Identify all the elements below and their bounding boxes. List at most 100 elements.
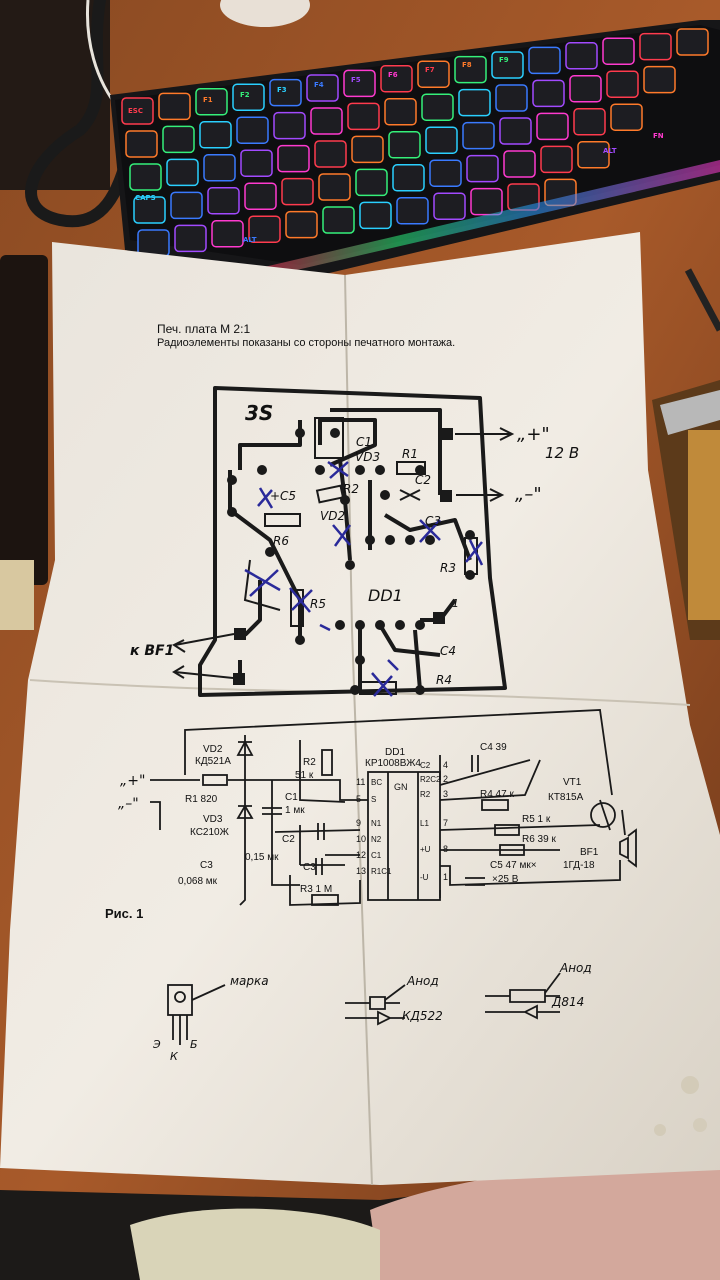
ic-pin-name-left: N2 [371,835,382,844]
keyboard-key [499,117,532,145]
keyboard-key-label: FN [653,132,664,140]
ic-pin-right: 8 [443,844,448,854]
bf1-symbol [619,828,637,868]
pcb-label-c1: C1 [356,435,372,449]
pcb-label-r3: R3 [440,561,456,575]
keyboard-key [343,69,376,98]
keyboard-key [396,197,429,225]
pcb-plus-label: „+" [517,424,550,445]
ic-pin-name-left: N1 [371,819,382,828]
keyboard-key [388,131,421,159]
pcb-label-c2: C2 [415,473,431,487]
keyboard-key [606,70,639,98]
keyboard-key [421,93,454,121]
ic-pin-right: 3 [443,789,448,799]
ic-pin-right: 2 [443,774,448,784]
r3-symbol [311,894,339,906]
soldering-stand [652,268,720,640]
ic-pin-name-left: R1C1 [371,867,392,876]
keyboard-key [211,220,244,248]
diode-d814 [485,989,560,1020]
sch-r4: R4 47 к [480,789,514,800]
c5-symbol [465,877,485,886]
header-line-2: Радиоэлементы показаны со стороны печатн… [157,337,455,349]
keyboard-key [639,32,672,61]
keyboard-key [458,88,491,117]
sch-r2-val: 51 к [295,770,314,781]
keyboard-key [417,60,450,88]
pcb-label-c5: +C5 [270,489,296,503]
pcb-voltage-label: 12 В [545,444,579,462]
patterned-cloth [130,1208,380,1280]
pcb-minus-label: „–" [515,484,542,505]
pcb-bf1-label: к BF1 [130,643,174,659]
keyboard-key [536,112,569,141]
schematic-wires [150,709,626,906]
sch-vt1-type: КТ815А [548,792,584,803]
keyboard-key [125,130,158,158]
keyboard-key [462,121,495,150]
keyboard-key [273,111,306,140]
keyboard-key [306,74,339,102]
keyboard-key [351,135,384,164]
ic-pin-name-right: +U [420,845,431,854]
keyboard-key [577,141,610,169]
keyboard-key [573,108,606,136]
keyboard-key [232,83,265,111]
r2-symbol [321,749,333,776]
sch-vd2: VD2 [203,744,223,755]
keyboard-key [470,187,503,216]
sch-ic-gn: GN [394,782,408,792]
r5-symbol [494,824,520,836]
pcb-wires [171,427,515,679]
vd3-symbol [236,804,254,819]
r4-symbol [481,799,509,811]
sch-c3-val: 0,068 мк [178,876,218,887]
pcb-label-c3: C3 [425,514,441,528]
sch-c2-val: 0,15 мк [245,852,279,863]
ic-pin-right: 7 [443,818,448,828]
ic-pin-left: 11 [356,777,365,787]
keyboard-key [121,97,154,125]
sch-c4: C4 39 [480,742,507,753]
sch-r5: R5 1 к [522,814,551,825]
keyboard-key [158,92,191,121]
keyboard-key [244,182,277,210]
pcb-label-r2: R2 [343,482,359,496]
ic-pin-name-right: R2C2 [420,775,441,784]
white-object-top [220,0,310,27]
keyboard-key [495,84,528,112]
keyboard-key-label: F3 [277,86,287,94]
keyboard-key [491,51,524,79]
ic-pin-name-left: S [371,795,376,804]
pcb-board-label: 3S [245,401,273,425]
sch-bf1-type: 1ГД-18 [563,860,595,871]
keyboard-key [433,192,466,220]
sch-r6: R6 39 к [522,834,556,845]
keyboard-key-label: ALT [243,236,257,244]
keyboard-key [610,103,643,131]
keyboard-key [359,201,392,230]
pen-marks [244,460,484,697]
pinout-marking: маркa [230,974,269,988]
schematic-components [202,740,637,906]
pcb-part-labels: C1 VD3 R1 C2 +C5 R2 VD2 C3 R6 R3 R5 DD1 … [270,435,459,687]
ic-pin-right: 4 [443,760,448,770]
ic-divider [387,772,419,900]
sch-r2: R2 [303,757,316,768]
keyboard-key [137,229,170,257]
diode-kd522 [345,996,405,1026]
pinout-anode-1: Анод [406,974,439,988]
r6-symbol [499,844,525,856]
sch-vt1: VT1 [563,777,582,788]
keyboard-key [425,126,458,154]
sch-c2: C2 [282,834,295,845]
keyboard-key [281,177,314,206]
keyboard-key-label: F8 [462,61,472,69]
keyboard-key-label: F2 [240,91,250,99]
keyboard-key [384,98,417,126]
sch-vd3-type: КС210Ж [190,827,230,838]
pinout-diode-1: КД522 [402,1009,443,1023]
keyboard-key [565,42,598,70]
